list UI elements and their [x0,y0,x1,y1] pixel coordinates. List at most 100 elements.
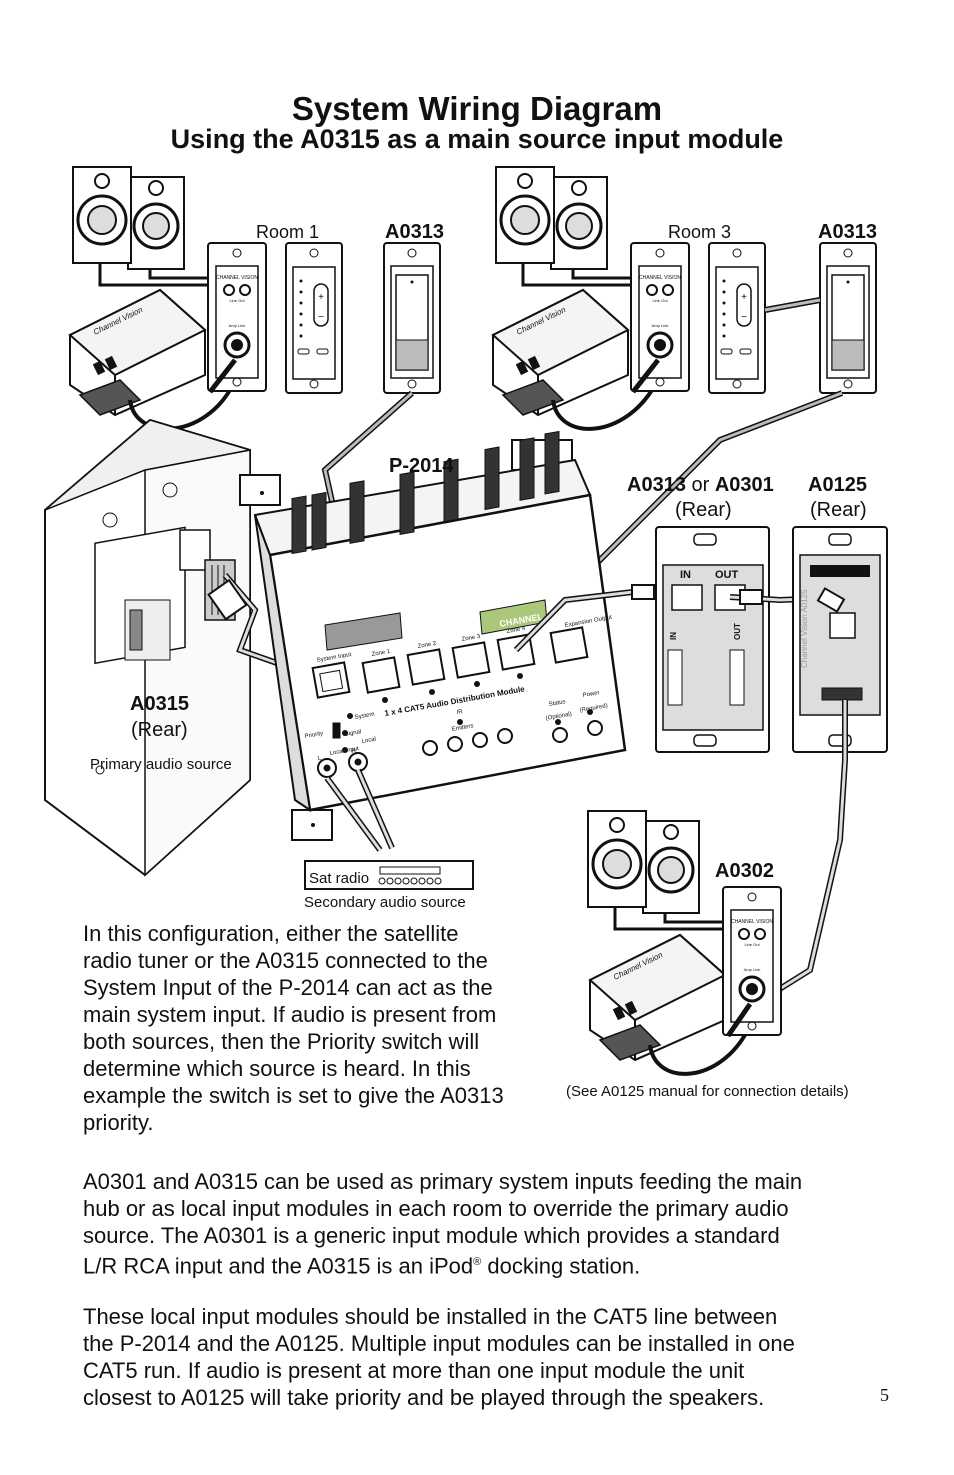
hub-emitters-label: Emitters [451,723,474,733]
a0302-amplifier: Channel Vision [588,933,727,1062]
hub-priority-label: Priority [304,731,323,740]
ipod-line-after: docking station. [481,1253,641,1279]
hub-optional-label: (Optional) [545,711,572,721]
svg-text:+: + [318,292,324,303]
hub-l-label: L [317,755,322,762]
svg-text:+: + [741,292,747,303]
or-word-label: or [691,474,710,496]
paragraph-line: radio tuner or the A0315 connected to th… [83,948,488,973]
registered-mark: ® [473,1256,482,1268]
module-in-side-label: IN [669,632,678,640]
p2014-hub: CHANNEL [239,430,627,841]
room1-a0313-module [383,242,441,394]
svg-text:−: − [741,312,747,323]
a0313-or-a0301-label: A0313 or A0301 [627,474,774,497]
hub-system-label: System [354,712,375,721]
hub-status-label: Status [548,699,566,708]
hub-power-label: Power [582,690,600,699]
a0301-part-label: A0301 [714,474,774,496]
room3-volume-keypad: + − [708,242,766,394]
primary-audio-source-label: Primary audio source [90,756,232,773]
a0302-amp-link-text: Amp Link [744,967,761,972]
hub-signal-label: Signal [344,729,361,738]
room1-volume-keypad: + − [285,242,343,394]
svg-text:Line Out: Line Out [652,298,668,303]
hub-zone2-jack [406,648,446,686]
room1-amplifier: Channel Vision [68,288,207,417]
hub-system-input-jack [311,661,351,699]
secondary-audio-source-label: Secondary audio source [304,894,466,911]
svg-text:CHANNEL VISION: CHANNEL VISION [216,275,258,281]
a0125-rear-label: (Rear) [810,499,867,521]
hub-zone3-jack [451,641,491,679]
paragraph-line: hub or as local input modules in each ro… [83,1196,789,1221]
page-subtitle: Using the A0315 as a main source input m… [170,124,784,154]
a0315-rear-unit [44,418,251,877]
svg-text:Line Out: Line Out [229,298,245,303]
hub-zone1-jack [361,656,401,694]
p2014-label: P-2014 [389,455,454,477]
a0125-rear-module [792,526,888,753]
room1-label: Room 1 [256,222,320,242]
hub-zone4-label: Zone 4 [506,626,526,635]
sat-radio-label: Sat radio [309,870,370,887]
svg-text:Amp Link: Amp Link [229,323,246,328]
hub-zone1-label: Zone 1 [371,649,391,658]
hub-priority-switch [332,722,341,739]
paragraph-configuration: In this configuration, either the satell… [83,920,553,1136]
a0302-amp-link-plate [722,886,782,1036]
paragraph-line: In this configuration, either the satell… [83,921,459,946]
room1-amp-link-plate: CHANNEL VISION Line Out Amp Link [207,242,267,392]
paragraph-line: closest to A0125 will take priority and … [83,1385,765,1410]
a0313-rear-label: (Rear) [675,499,732,521]
a0315-label: A0315 [130,693,189,715]
paragraph-line: L/R RCA input and the A0315 is an iPod® … [83,1249,903,1279]
paragraph-line: the P-2014 and the A0125. Multiple input… [83,1331,795,1356]
hub-ir-label: IR [456,709,464,716]
a0302-speakers [587,810,700,914]
a0125-side-text: Channel Vision A0125 [800,589,809,668]
hub-zone2-label: Zone 2 [417,641,437,650]
paragraph-line: determine which source is heard. In this [83,1056,471,1081]
ipod-line-before: L/R RCA input and the A0315 is an iPod [83,1253,474,1279]
paragraph-line: A0301 and A0315 can be used as primary s… [83,1169,803,1194]
room3-label: Room 3 [668,222,732,242]
svg-text:−: − [318,312,324,323]
paragraph-line: main system input. If audio is present f… [83,1002,497,1027]
a0302-label: A0302 [715,860,774,882]
room3-a0313-label: A0313 [818,221,877,243]
a0302-line-out-text: Line Out [744,942,760,947]
page-title: System Wiring Diagram [291,90,663,127]
module-in-label: IN [680,569,691,581]
hub-r-label: R [351,748,357,755]
paragraph-line: These local input modules should be inst… [83,1304,778,1329]
paragraph-line: CAT5 run. If audio is present at more th… [83,1358,745,1383]
room1-a0313-label: A0313 [385,221,444,243]
a0315-rear-label: (Rear) [131,719,188,741]
sat-radio-tuner [304,860,474,890]
see-manual-note: (See A0125 manual for connection details… [566,1083,849,1100]
page-number: 5 [880,1385,889,1405]
hub-local-label: Local [361,737,376,745]
paragraph-line: System Input of the P-2014 can act as th… [83,975,493,1000]
hub-local-input-label: Local Input [329,746,359,757]
hub-zone3-label: Zone 3 [461,634,481,643]
a0302-brand-text: CHANNEL VISION [731,919,773,925]
svg-text:Amp Link: Amp Link [652,323,669,328]
a0125-label: A0125 [808,474,867,496]
room1-speakers [72,166,185,270]
module-out-side-label: OUT [733,623,742,640]
room3-amplifier: Channel Vision [491,288,630,417]
paragraph-local-modules: These local input modules should be inst… [83,1303,903,1411]
svg-text:CHANNEL VISION: CHANNEL VISION [639,275,681,281]
paragraph-input-modules: A0301 and A0315 can be used as primary s… [83,1168,903,1279]
hub-expansion-jack [549,626,589,664]
paragraph-line: example the switch is set to give the A0… [83,1083,504,1108]
hub-power-sub-label: (Required) [579,703,608,714]
room3-amp-link-plate: CHANNEL VISION Line Out Amp Link [630,242,690,392]
room3-a0313-module [819,242,877,394]
a0313-part-label: A0313 [627,474,686,496]
module-out-label: OUT [715,569,739,581]
paragraph-line: priority. [83,1110,154,1135]
